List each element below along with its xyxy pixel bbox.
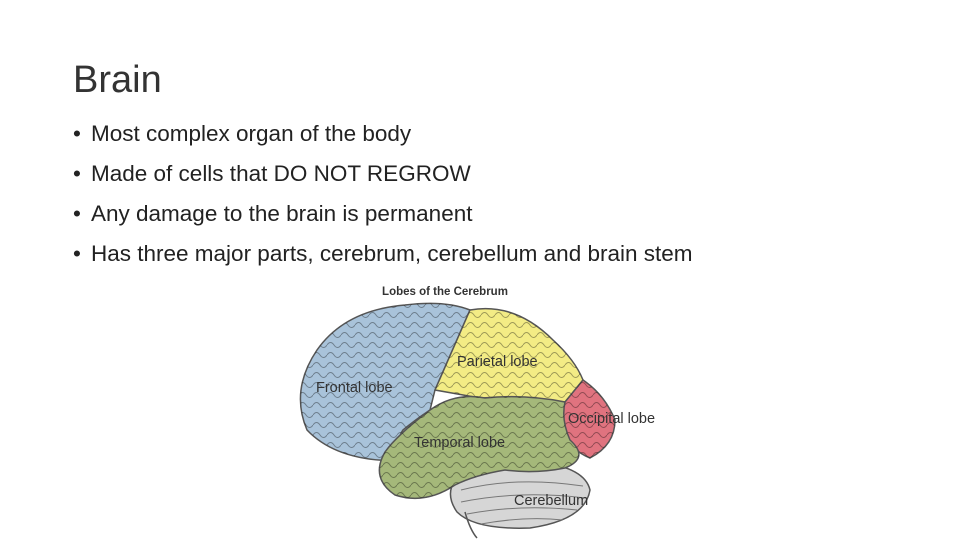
bullet-list: • Most complex organ of the body • Made of…: [73, 114, 693, 274]
temporal-lobe-region: [378, 395, 580, 500]
bullet-text: Most complex organ of the body: [91, 121, 412, 146]
cerebellum-label: Cerebellum: [514, 493, 588, 509]
frontal-lobe-label: Frontal lobe: [316, 380, 393, 396]
slide-title: Brain: [73, 59, 162, 101]
bullet-item: • Most complex organ of the body: [73, 114, 693, 154]
bullet-icon: •: [73, 121, 81, 146]
bullet-text: Made of cells that DO NOT REGROW: [91, 161, 471, 186]
bullet-item: • Any damage to the brain is permanent: [73, 194, 693, 234]
temporal-lobe-label: Temporal lobe: [414, 435, 505, 451]
brain-lobes-figure: Lobes of the Cerebrum: [285, 280, 685, 540]
bullet-item: • Has three major parts, cerebrum, cerebe…: [73, 234, 693, 274]
brain-diagram: Lobes of the Cerebrum: [299, 286, 655, 539]
figure-title: Lobes of the Cerebrum: [382, 286, 508, 298]
parietal-lobe-label: Parietal lobe: [457, 354, 538, 370]
bullet-icon: •: [73, 161, 81, 186]
bullet-icon: •: [73, 241, 81, 266]
bullet-text: Any damage to the brain is permanent: [91, 201, 473, 226]
brain-stem-outline: [464, 511, 478, 539]
bullet-icon: •: [73, 201, 81, 226]
bullet-item: • Made of cells that DO NOT REGROW: [73, 154, 693, 194]
frontal-lobe-region: [299, 302, 471, 462]
bullet-text: Has three major parts, cerebrum, cerebel…: [91, 241, 693, 266]
occipital-lobe-label: Occipital lobe: [568, 411, 655, 427]
